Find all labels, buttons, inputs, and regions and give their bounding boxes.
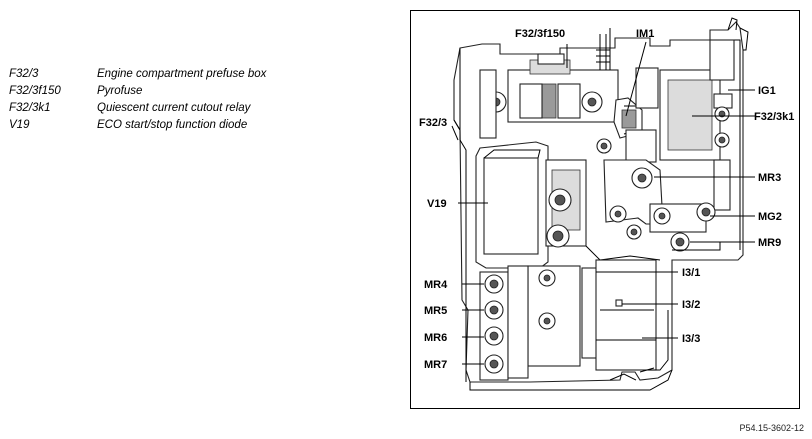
label-mr9: MR9 <box>758 237 781 249</box>
label-f32-3k1: F32/3k1 <box>754 111 794 123</box>
label-mr4: MR4 <box>424 279 448 291</box>
legend-code: F32/3f150 <box>9 85 61 97</box>
prefuse-box-drawing <box>453 17 749 391</box>
label-f32-3: F32/3 <box>419 117 447 129</box>
legend-description: ECO start/stop function diode <box>97 119 248 131</box>
legend-code: F32/3 <box>9 68 39 80</box>
label-i3-2: I3/2 <box>682 299 700 311</box>
legend-description: Pyrofuse <box>97 85 143 97</box>
legend-description: Engine compartment prefuse box <box>97 68 267 80</box>
label-mr5: MR5 <box>424 305 447 317</box>
label-v19: V19 <box>427 198 447 210</box>
legend-code: V19 <box>9 119 30 131</box>
label-mg2: MG2 <box>758 211 782 223</box>
label-i3-1: I3/1 <box>682 267 700 279</box>
label-ig1: IG1 <box>758 85 776 97</box>
legend-code: F32/3k1 <box>9 102 51 114</box>
legend-description: Quiescent current cutout relay <box>97 102 251 114</box>
label-im1: IM1 <box>636 28 654 40</box>
label-mr3: MR3 <box>758 172 781 184</box>
label-mr6: MR6 <box>424 332 447 344</box>
label-i3-3: I3/3 <box>682 333 700 345</box>
figure-reference: P54.15-3602-12 <box>739 423 804 433</box>
label-f32-3f150: F32/3f150 <box>515 28 565 40</box>
leader-lines <box>451 41 755 365</box>
prefuse-box-figure: F32/3f150 IM1 IG1 F32/3k1 F32/3 V19 MR3 … <box>410 10 800 409</box>
label-mr7: MR7 <box>424 359 447 371</box>
